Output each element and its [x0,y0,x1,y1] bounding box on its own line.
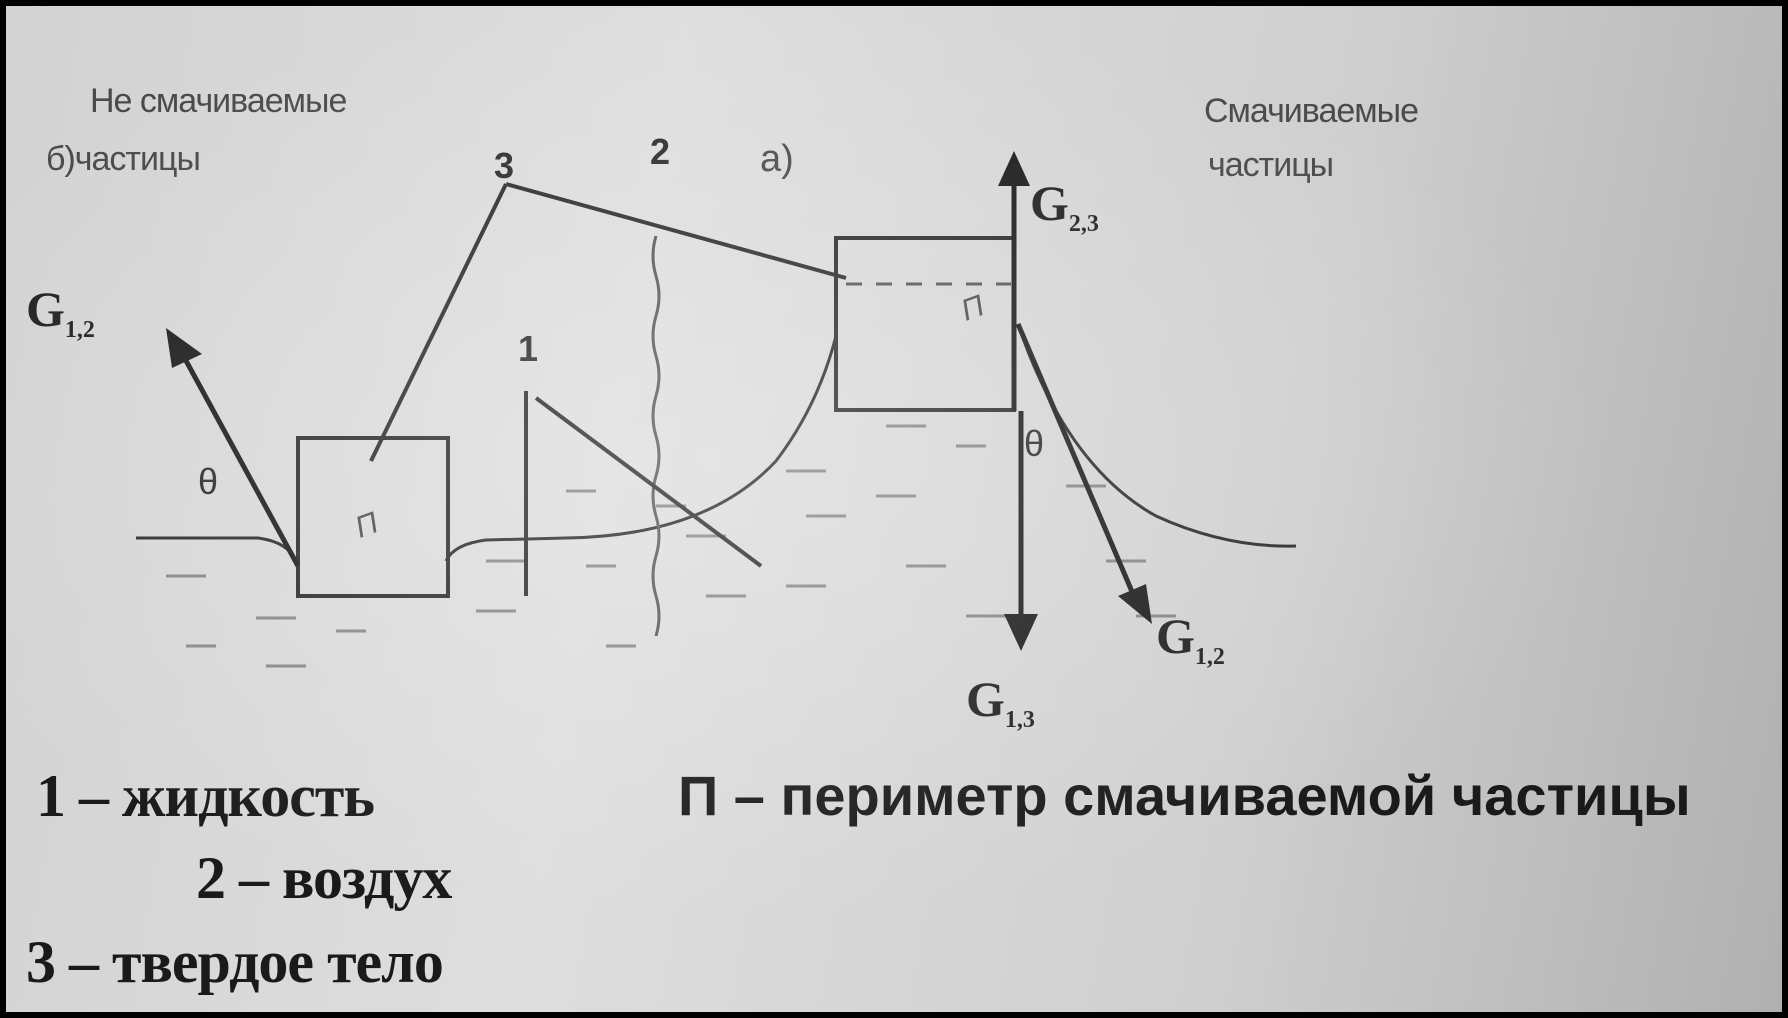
separator-wavy-line [651,235,661,637]
force-arrow-top-head [998,151,1030,186]
force-label-right-down-sub: 1,2 [1194,644,1225,670]
liquid-surface [136,335,838,562]
theta-right: θ [1024,423,1045,464]
force-label-top: G2,3 [1030,178,1099,236]
force-label-bottom: G1,3 [966,674,1035,732]
liquid-surface-right [1016,323,1297,548]
force-arrow-left-head [166,328,202,368]
force-arrow-right-down [1015,323,1139,602]
force-arrow-left [175,344,301,568]
theta-left: θ [198,461,219,502]
legend-item-liquid: 1 – жидкость [36,763,375,829]
force-label-left: G1,2 [26,284,95,342]
force-arrow-bottom-head [1004,614,1038,651]
force-label-left-sub: 1,2 [64,317,95,343]
nonwet-label-line1: Не смачиваемые [90,82,347,120]
legend-perimeter: П – периметр смачиваемой частицы [678,764,1691,827]
label-number-1: 1 [518,328,539,369]
force-arrow-right-down-head [1118,584,1152,624]
force-label-left-base: G [26,281,65,337]
label-subfigure-a: а) [760,138,794,180]
force-label-bottom-sub: 1,3 [1004,707,1035,733]
legend-item-air: 2 – воздух [196,845,452,911]
label-number-2: 2 [650,131,671,172]
force-label-top-base: G [1030,175,1069,231]
pointer-3-right [505,182,847,280]
wet-particle [834,236,1016,412]
nonwet-label-line2: б)частицы [46,140,201,178]
diagram-photo: Не смачиваемые б)частицы Смачиваемые час… [6,6,1782,1012]
pointer-3-left [369,183,508,462]
nonwet-particle [296,436,450,598]
wet-label-line2: частицы [1208,146,1334,184]
force-label-top-sub: 2,3 [1068,211,1099,237]
wetting-diagram [136,151,1297,668]
pointer-1-diagonal [534,396,763,568]
force-label-right-down: G1,2 [1156,611,1225,669]
legend-item-solid: 3 – твердое тело [26,929,444,995]
force-label-right-down-base: G [1156,608,1195,664]
force-label-bottom-base: G [966,671,1005,727]
label-number-3: 3 [494,145,515,186]
wet-label-line1: Смачиваемые [1204,92,1419,130]
